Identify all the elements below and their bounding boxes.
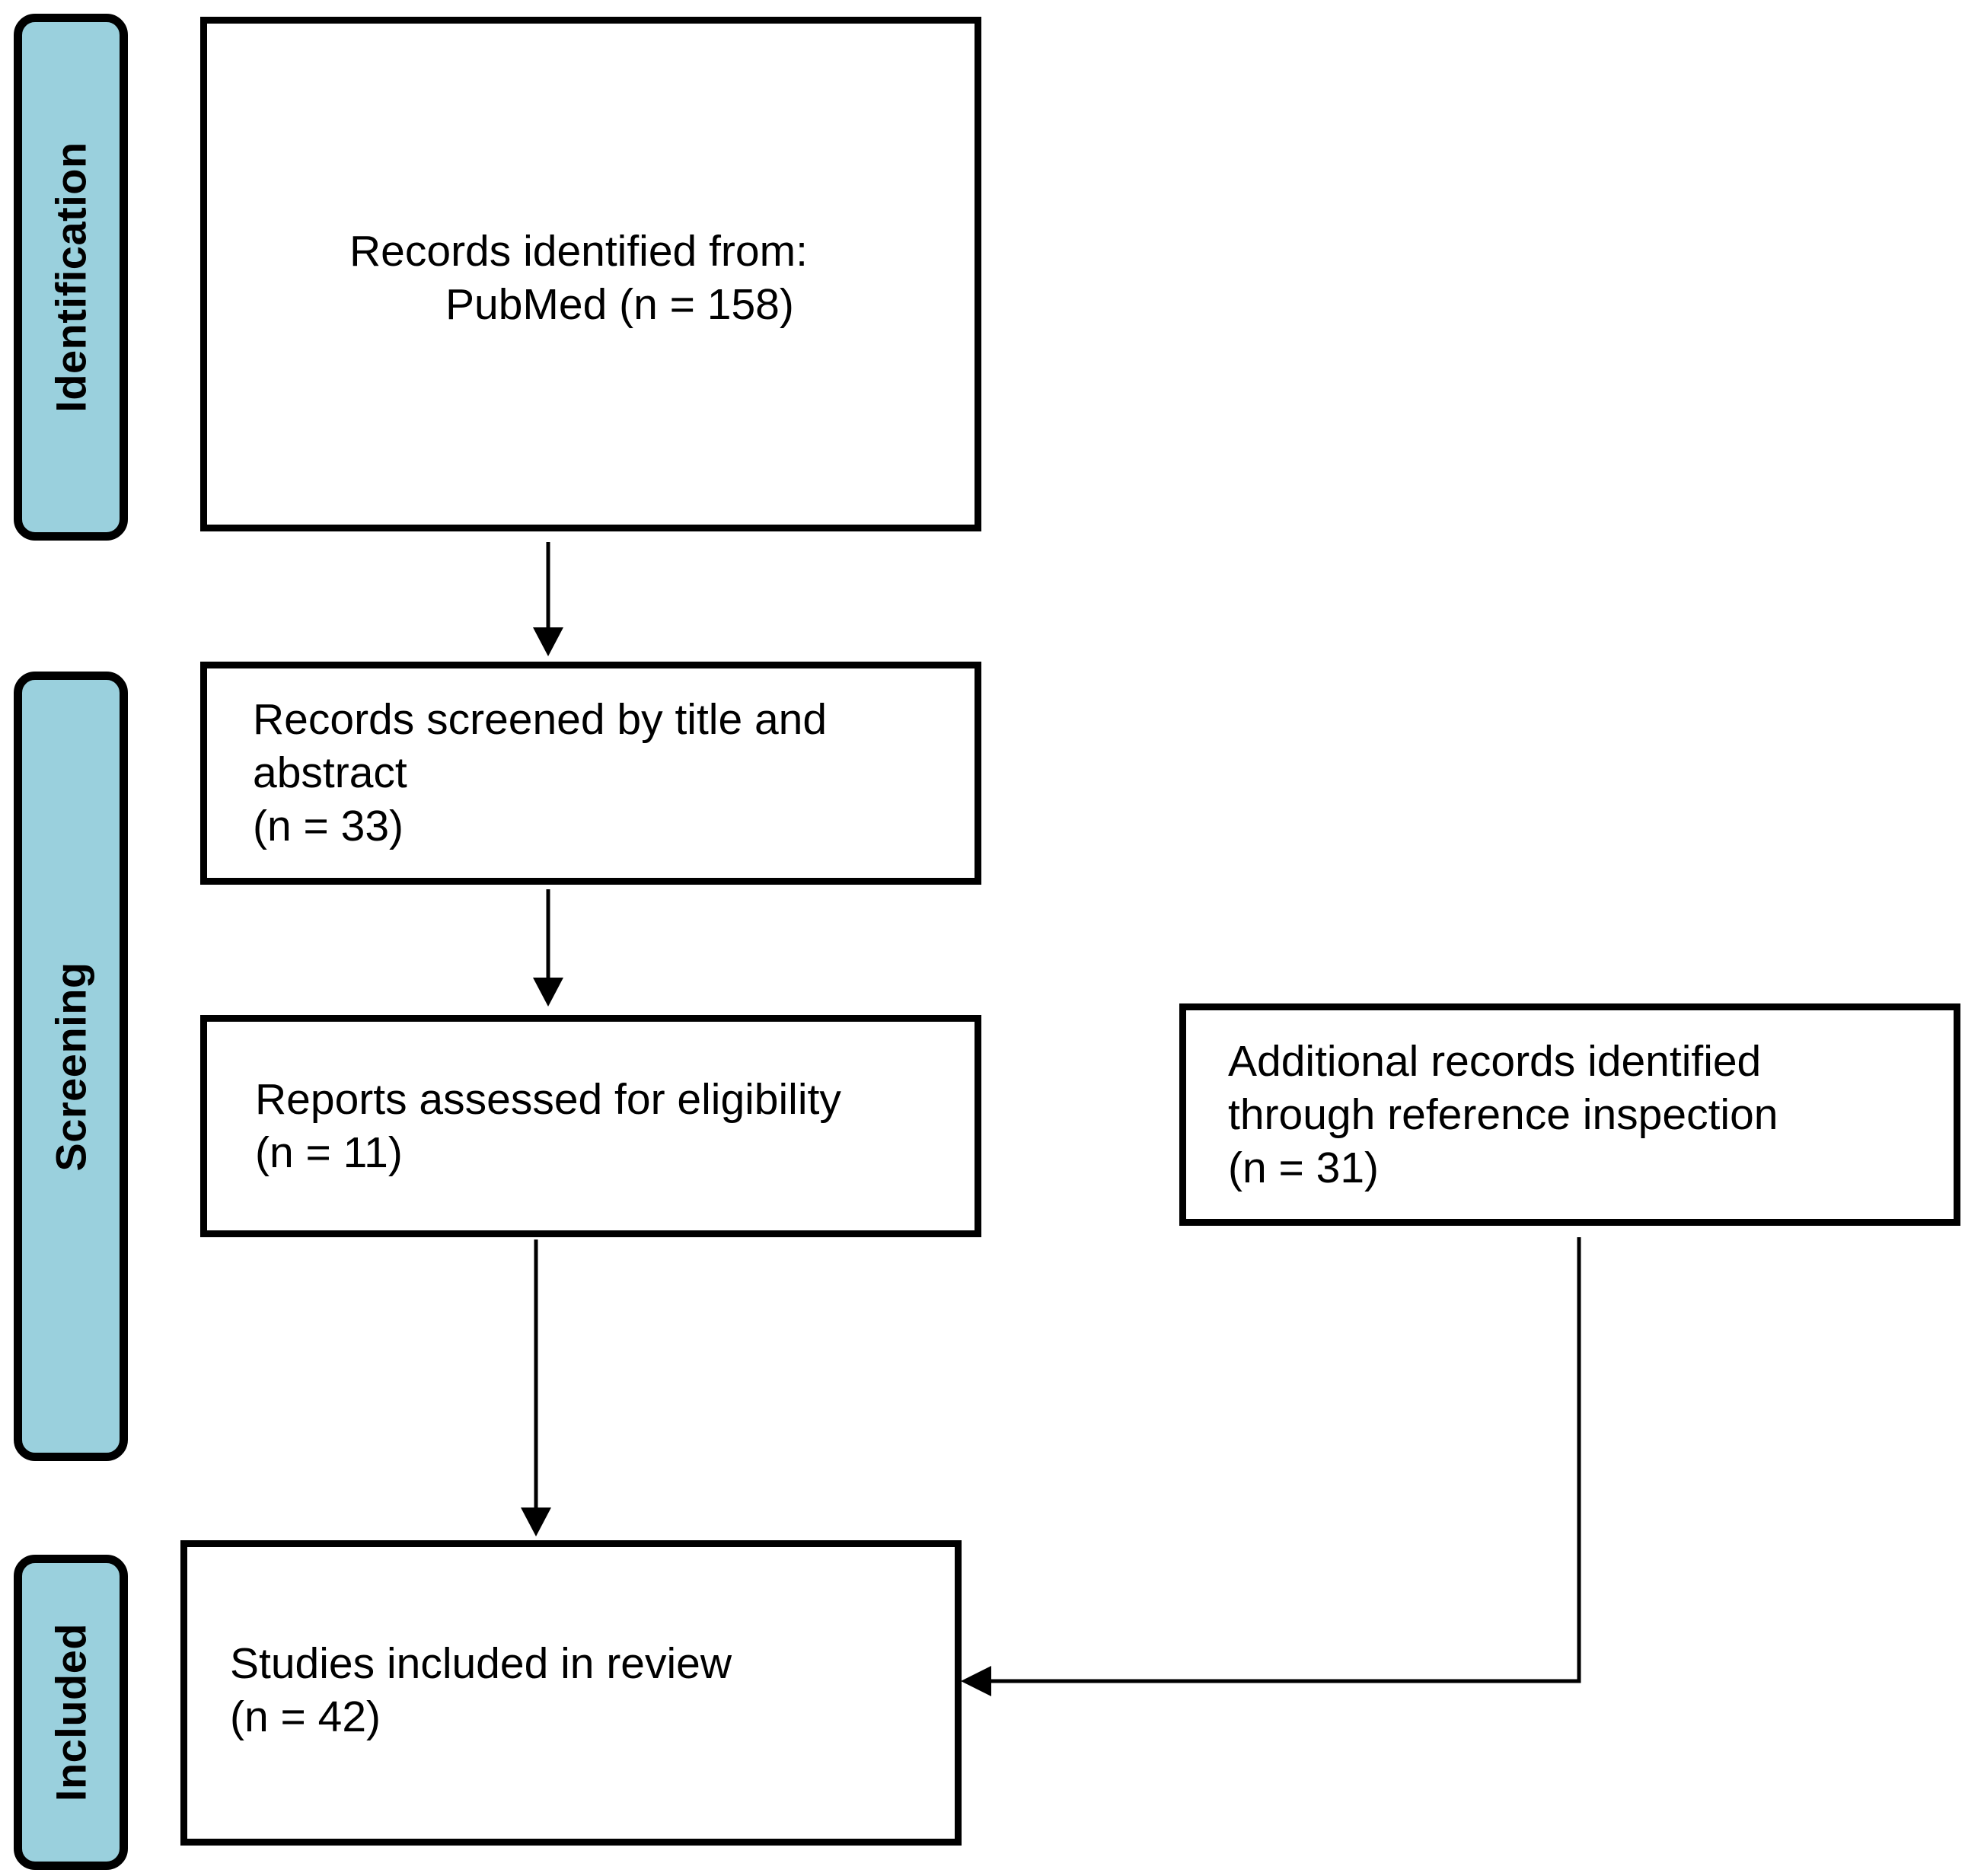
records-identified-text: Records identified from: PubMed (n = 158… bbox=[349, 225, 808, 331]
additional-records-line3: (n = 31) bbox=[1228, 1144, 1380, 1192]
phase-included: Included bbox=[14, 1555, 128, 1870]
records-identified-line2: PubMed (n = 158) bbox=[445, 280, 794, 329]
reports-assessed-box: Reports assessed for eligibility (n = 11… bbox=[200, 1015, 981, 1237]
studies-included-text: Studies included in review (n = 42) bbox=[230, 1637, 732, 1744]
reports-assessed-line2: (n = 11) bbox=[255, 1128, 403, 1177]
phase-screening-label: Screening bbox=[46, 961, 95, 1172]
additional-records-line1: Additional records identified bbox=[1228, 1037, 1762, 1086]
phase-identification-label: Identification bbox=[46, 142, 95, 413]
records-identified-box: Records identified from: PubMed (n = 158… bbox=[200, 17, 981, 531]
studies-included-box: Studies included in review (n = 42) bbox=[180, 1540, 962, 1846]
phase-screening: Screening bbox=[14, 672, 128, 1461]
arrowhead-assessed bbox=[533, 978, 563, 1007]
additional-records-line2: through reference inspection bbox=[1228, 1090, 1778, 1139]
arrowhead-screened bbox=[533, 627, 563, 656]
studies-included-line2: (n = 42) bbox=[230, 1693, 381, 1741]
records-screened-text: Records screened by title and abstract (… bbox=[253, 693, 827, 853]
additional-records-box: Additional records identified through re… bbox=[1179, 1003, 1960, 1226]
records-screened-line3: (n = 33) bbox=[253, 802, 404, 850]
records-identified-line1: Records identified from: bbox=[349, 227, 808, 276]
arrow-additional-to-included bbox=[991, 1237, 1581, 1683]
phase-identification: Identification bbox=[14, 14, 128, 541]
additional-records-text: Additional records identified through re… bbox=[1228, 1035, 1778, 1195]
reports-assessed-text: Reports assessed for eligibility (n = 11… bbox=[255, 1073, 841, 1179]
records-screened-box: Records screened by title and abstract (… bbox=[200, 662, 981, 885]
arrowhead-included-side bbox=[961, 1666, 991, 1696]
arrowhead-included-top bbox=[521, 1508, 551, 1536]
records-screened-line1: Records screened by title and bbox=[253, 695, 828, 744]
studies-included-line1: Studies included in review bbox=[230, 1639, 732, 1688]
phase-included-label: Included bbox=[46, 1622, 95, 1802]
records-screened-line2: abstract bbox=[253, 748, 407, 797]
reports-assessed-line1: Reports assessed for eligibility bbox=[255, 1075, 841, 1124]
